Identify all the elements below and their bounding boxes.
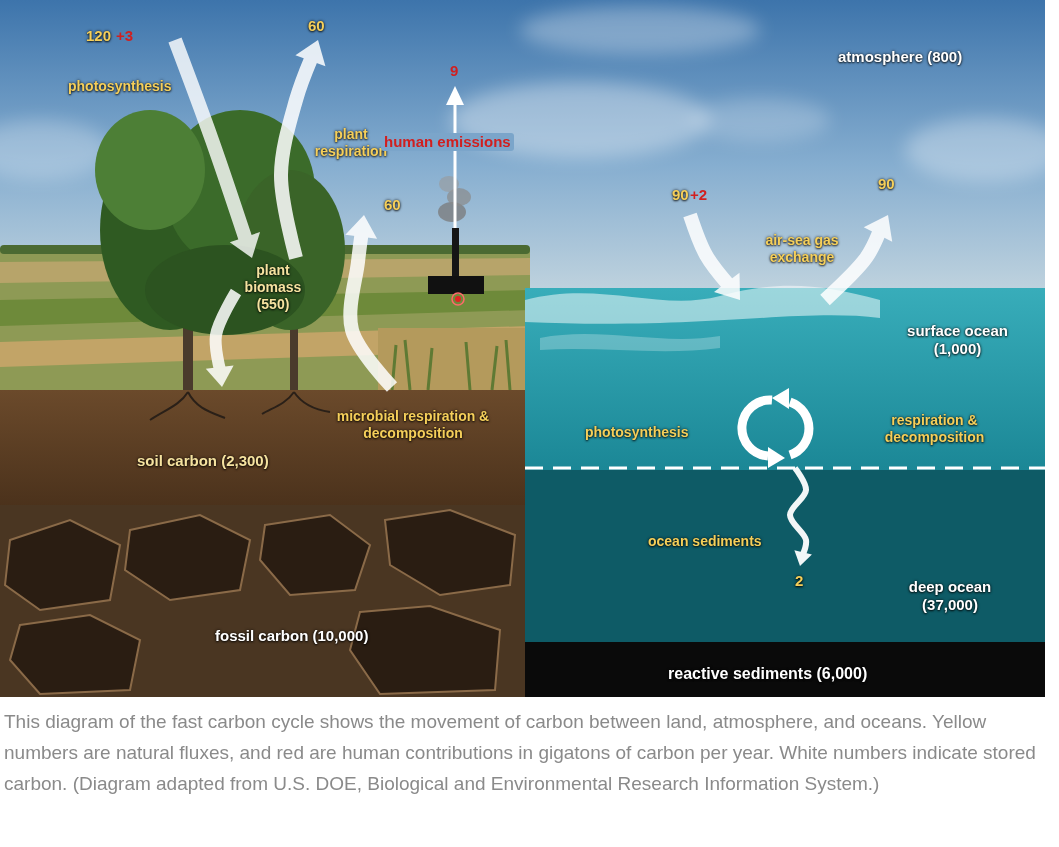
- flux-arrow-shaft: [790, 468, 806, 555]
- emission-arrow: [454, 102, 457, 228]
- flux-number: 2: [795, 572, 803, 590]
- reservoir-label: deep ocean (37,000): [895, 578, 1005, 614]
- carbon-reservoir: reactive sediments (6,000): [525, 642, 1045, 697]
- flux-number: 120: [86, 27, 111, 45]
- flux-arrow-shaft: [690, 215, 729, 285]
- reservoir-label: soil carbon (2,300): [137, 452, 269, 470]
- factory-marker: [455, 296, 461, 302]
- connector-layer: [0, 0, 1059, 700]
- reservoir-label: atmosphere (800): [838, 48, 962, 66]
- cloud: [0, 120, 110, 180]
- carbon-flux-arrow: [345, 215, 392, 387]
- flux-number: 60: [384, 196, 401, 214]
- flux-arrowhead: [794, 550, 812, 566]
- flux-label: air-sea gas exchange: [752, 232, 852, 266]
- flux-arrow-shaft: [281, 58, 311, 258]
- emission-arrowhead: [446, 86, 464, 105]
- flux-arrow-shaft: [175, 40, 246, 240]
- carbon-flux-arrow: [206, 292, 236, 387]
- flux-label: ocean sediments: [648, 533, 762, 550]
- factory-chimney: [452, 228, 459, 278]
- carbon-flux-arrow: [790, 468, 812, 566]
- human-flux-number: +2: [690, 186, 707, 204]
- flux-number: 90: [878, 175, 895, 193]
- reactive-sediment-layer: [525, 642, 1045, 697]
- tree-canopy: [95, 110, 205, 230]
- ocean-layer-boundary: [525, 467, 1045, 470]
- grass-patch: [378, 328, 530, 390]
- flux-arrow-shaft: [350, 234, 392, 387]
- rock: [125, 515, 250, 600]
- rock: [260, 515, 370, 595]
- grass-blades: [392, 340, 510, 390]
- wave-foam: [540, 334, 720, 351]
- figure-caption: This diagram of the fast carbon cycle sh…: [4, 706, 1044, 799]
- flux-label: respiration & decomposition: [872, 412, 997, 446]
- factory-marker-ring: [452, 293, 464, 305]
- reservoir-label: plant biomass (550): [240, 262, 306, 312]
- flux-arrowhead: [230, 232, 260, 258]
- reservoir-label: fossil carbon (10,000): [215, 627, 368, 645]
- cloud: [690, 98, 830, 142]
- ocean-cycle-arrowhead: [768, 447, 785, 468]
- cloud: [905, 118, 1059, 182]
- carbon-reservoir: fossil carbon (10,000): [0, 507, 525, 697]
- rock: [5, 520, 120, 610]
- carbon-reservoir: deep ocean (37,000): [780, 566, 1035, 630]
- fossil-layer: [0, 505, 530, 697]
- deep-ocean: [525, 470, 1045, 642]
- carbon-reservoir: plant biomass (550): [236, 258, 310, 316]
- ocean-cycle-arrow: [742, 400, 772, 456]
- rock: [385, 510, 515, 595]
- human-flux-number: +3: [116, 27, 133, 45]
- carbon-cycle-illustration: [0, 0, 1059, 700]
- factory: [428, 276, 484, 294]
- tree-roots: [150, 392, 330, 420]
- rock: [10, 615, 140, 694]
- flux-label: photosynthesis: [68, 78, 171, 95]
- carbon-reservoir: atmosphere (800): [60, 40, 1010, 215]
- human-flux-number: 9: [450, 62, 458, 80]
- flux-label: microbial respiration & decomposition: [318, 408, 508, 442]
- ocean-cycle-arrowhead: [772, 388, 789, 409]
- soil: [0, 390, 530, 510]
- flux-arrowhead: [345, 215, 377, 239]
- flux-arrowhead: [714, 273, 740, 300]
- rock: [350, 606, 500, 694]
- flux-arrowhead: [295, 40, 325, 66]
- carbon-flux-arrow: [825, 215, 892, 300]
- fossil-rocks: [5, 510, 515, 694]
- reservoir-label: surface ocean (1,000): [905, 322, 1010, 358]
- reservoir-label: reactive sediments (6,000): [668, 664, 867, 683]
- flux-arrow-shaft: [216, 292, 236, 370]
- human-flux-label: human emissions: [381, 133, 514, 151]
- carbon-flux-arrow: [690, 215, 740, 300]
- flux-arrowhead: [864, 215, 892, 242]
- cloud: [520, 6, 760, 54]
- flux-number: 90: [672, 186, 689, 204]
- carbon-flux-arrow: [175, 40, 260, 258]
- flux-arrowhead: [206, 366, 234, 387]
- flux-label: photosynthesis: [585, 424, 688, 441]
- carbon-reservoir: soil carbon (2,300): [0, 387, 525, 505]
- flux-number: 60: [308, 17, 325, 35]
- flux-label: plant respiration: [310, 126, 392, 160]
- ocean-cycle-arrow: [790, 402, 809, 455]
